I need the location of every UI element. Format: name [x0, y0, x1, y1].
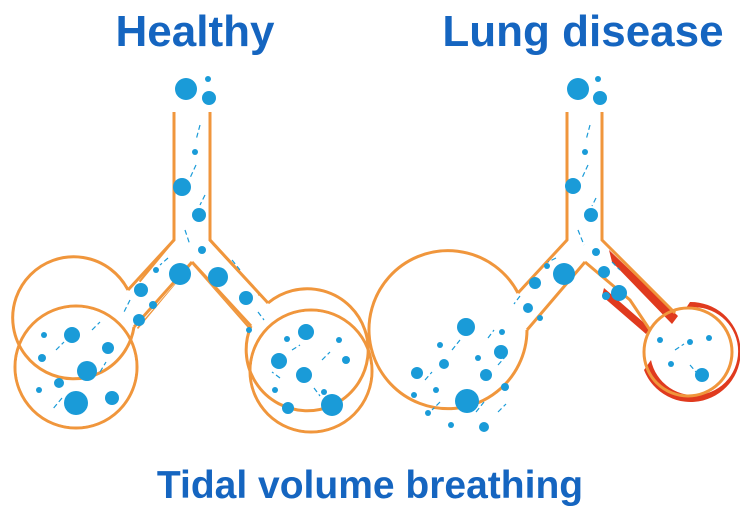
healthy-bronchi-fill [17, 112, 371, 431]
healthy-lung [13, 76, 372, 432]
diseased-lung [369, 76, 740, 457]
diseased-airway-fill [388, 112, 732, 457]
